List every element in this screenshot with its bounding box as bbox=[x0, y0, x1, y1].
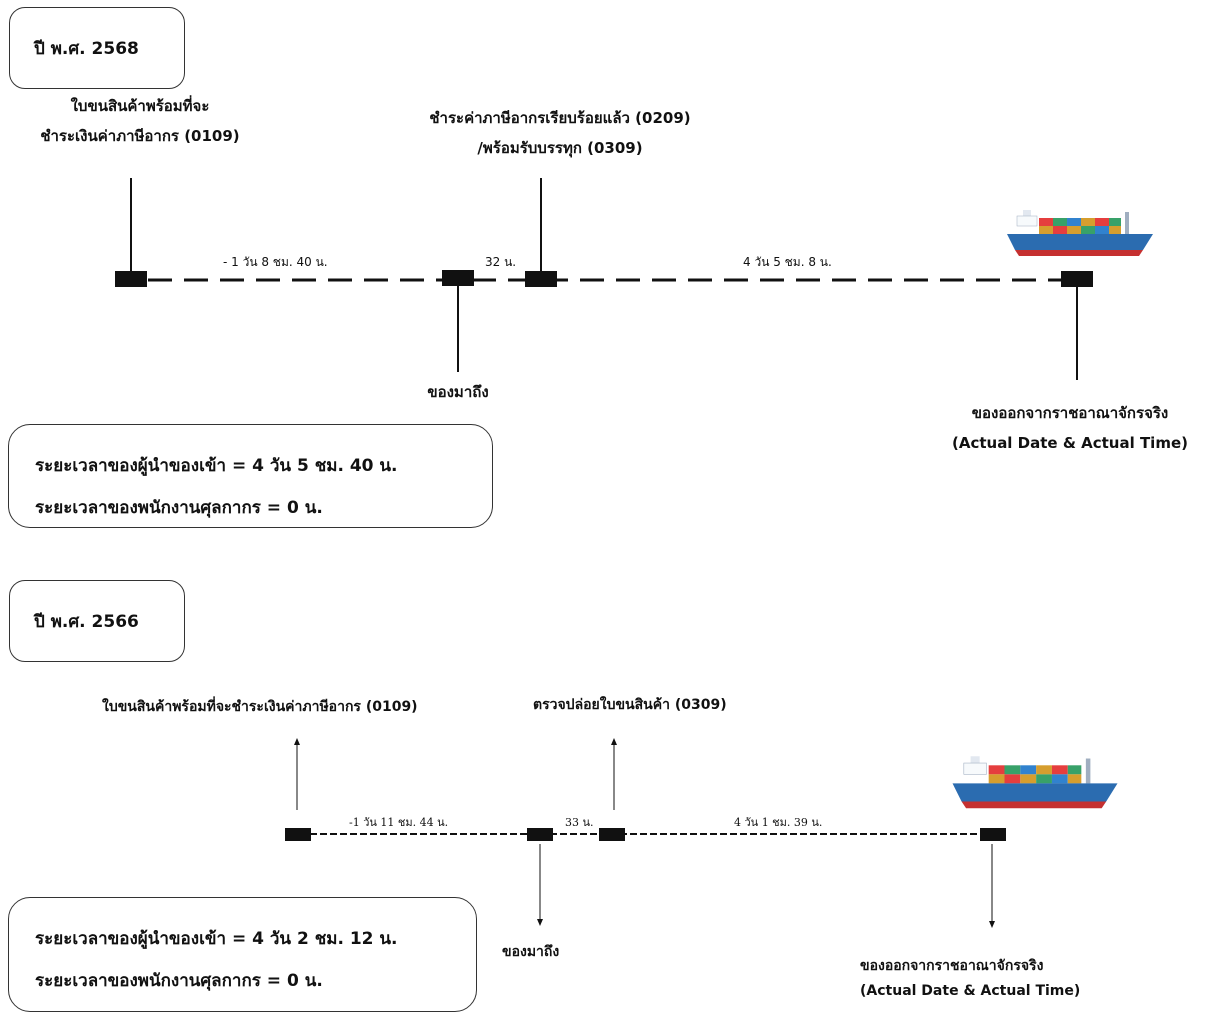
event-0309-label: ตรวจปล่อยใบขนสินค้า (0309) bbox=[533, 697, 727, 713]
marker-departure-2566 bbox=[980, 828, 1006, 841]
summary-importer: ระยะเวลาของผู้นำของเข้า = 4 วัน 5 ชม. 40… bbox=[35, 456, 398, 476]
duration-2: 32 น. bbox=[485, 255, 517, 269]
goods-departed-line2: (Actual Date & Actual Time) bbox=[860, 983, 1081, 999]
event-0109-label: ใบขนสินค้าพร้อมที่จะ ชำระเงินค่าภาษีอากร… bbox=[40, 97, 240, 145]
goods-arrived-label: ของมาถึง bbox=[502, 944, 560, 960]
year-label-2566: ปี พ.ศ. 2566 bbox=[9, 580, 185, 662]
summary-box-2568: ระยะเวลาของผู้นำของเข้า = 4 วัน 5 ชม. 40… bbox=[8, 424, 493, 528]
summary-officer: ระยะเวลาของพนักงานศุลกากร = 0 น. bbox=[35, 971, 323, 991]
goods-departed-label: ของออกจากราชอาณาจักรจริง (Actual Date & … bbox=[951, 404, 1188, 452]
marker-0109-2566 bbox=[285, 828, 311, 841]
duration-2: 33 น. bbox=[565, 816, 594, 829]
summary-box-2566: ระยะเวลาของผู้นำของเข้า = 4 วัน 2 ชม. 12… bbox=[8, 897, 477, 1012]
marker-0109-2568 bbox=[115, 271, 147, 287]
marker-0209-2568 bbox=[525, 271, 557, 287]
ship-icon bbox=[951, 755, 1119, 809]
summary-importer: ระยะเวลาของผู้นำของเข้า = 4 วัน 2 ชม. 12… bbox=[35, 929, 398, 949]
marker-0309-2566 bbox=[599, 828, 625, 841]
year-label-text: ปี พ.ศ. 2566 bbox=[34, 611, 139, 632]
year-label-2568: ปี พ.ศ. 2568 bbox=[9, 7, 185, 89]
duration-3: 4 วัน 5 ชม. 8 น. bbox=[743, 255, 832, 269]
goods-arrived-label: ของมาถึง bbox=[427, 383, 489, 401]
marker-arrival-2568 bbox=[442, 270, 474, 286]
marker-departure-2568 bbox=[1061, 271, 1093, 287]
duration-1: - 1 วัน 8 ชม. 40 น. bbox=[223, 255, 328, 269]
duration-1: -1 วัน 11 ชม. 44 น. bbox=[349, 816, 449, 829]
summary-officer: ระยะเวลาของพนักงานศุลกากร = 0 น. bbox=[35, 498, 323, 518]
marker-arrival-2566 bbox=[527, 828, 553, 841]
event-0109-label: ใบขนสินค้าพร้อมที่จะชำระเงินค่าภาษีอากร … bbox=[102, 699, 418, 715]
event-0209-label: ชำระค่าภาษีอากรเรียบร้อยแล้ว (0209) /พร้… bbox=[429, 109, 691, 157]
duration-3: 4 วัน 1 ชม. 39 น. bbox=[734, 816, 823, 829]
goods-departed-line1: ของออกจากราชอาณาจักรจริง bbox=[860, 958, 1044, 974]
ship-icon bbox=[1006, 209, 1154, 257]
year-label-text: ปี พ.ศ. 2568 bbox=[34, 38, 139, 59]
